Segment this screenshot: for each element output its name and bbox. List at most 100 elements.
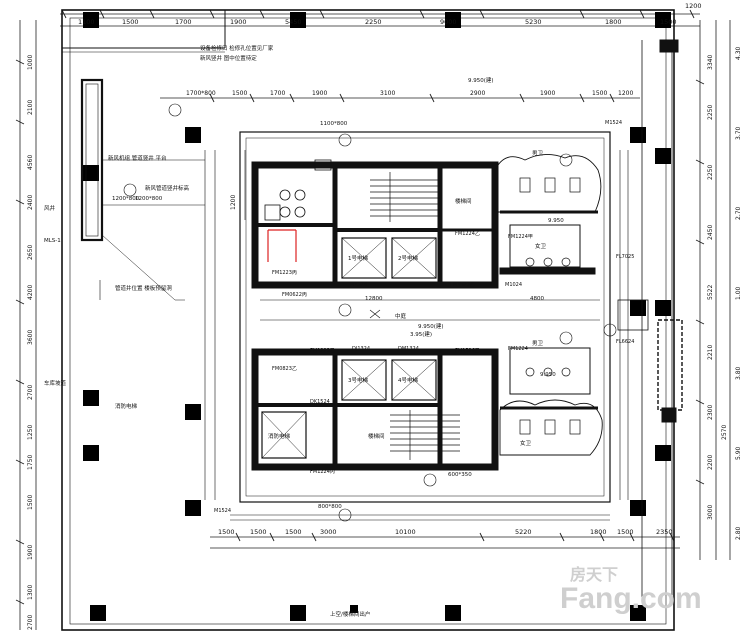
lower-core bbox=[251, 348, 499, 471]
bottom-dim-8: 1500 bbox=[617, 528, 634, 536]
left-dim-9: 1250 bbox=[27, 425, 34, 440]
toilet-elevation-lower: 9.950 bbox=[540, 372, 556, 378]
upper-row-dimension-text: 1700*800 1500 1700 1900 3100 2900 1900 1… bbox=[186, 90, 633, 97]
core-dim-note: 800*800 bbox=[318, 504, 342, 510]
upper-dim-7: 1900 bbox=[540, 90, 555, 97]
door-1: FM1224乙 bbox=[455, 230, 480, 237]
dimension-lines bbox=[15, 9, 731, 630]
door-4: DJ1324 bbox=[352, 346, 370, 352]
upper-dim-6: 2900 bbox=[470, 90, 485, 97]
right-dim-7: 2300 bbox=[707, 405, 714, 420]
right-dim-8: 2200 bbox=[707, 455, 714, 470]
upper-dim-9: 1200 bbox=[618, 90, 633, 97]
elevation-mid: 9.950(建) bbox=[418, 322, 444, 330]
aux-lines bbox=[99, 103, 629, 522]
left-dimension-text: 1000 2100 4560 2400 2650 4200 3600 2700 … bbox=[27, 55, 237, 630]
left-dim-5: 2650 bbox=[27, 245, 34, 260]
note-bottom: 上空/楼梯间出户 bbox=[330, 610, 370, 618]
upper-core bbox=[251, 159, 499, 289]
right-dimension-text: 3340 2250 2250 2450 5522 2210 2300 2200 … bbox=[707, 55, 728, 520]
left-dim-4: 2400 bbox=[27, 195, 34, 210]
elevator-3: 3号电梯 bbox=[348, 376, 368, 384]
note-top-b: 新风竖井 图中位置待定 bbox=[200, 54, 257, 62]
left-dim-3: 4560 bbox=[27, 155, 34, 170]
note-left-d: 1200*800 bbox=[135, 196, 163, 202]
left-dim-12: 1900 bbox=[27, 545, 34, 560]
fire-elevator: 消防电梯 bbox=[268, 432, 291, 440]
bottom-dim-1: 1500 bbox=[218, 528, 235, 536]
watermark-cn: 房天下 bbox=[570, 565, 618, 584]
door-9: M1524 bbox=[605, 120, 622, 126]
door-2: FM1223丙 bbox=[272, 270, 297, 276]
top-dim-10: 1500 bbox=[660, 18, 677, 26]
gap-dim-2: 4800 bbox=[530, 296, 544, 302]
top-dim-3: 1700 bbox=[175, 18, 192, 26]
right-sidebar-3: 2.70 bbox=[735, 206, 742, 220]
right-dim-6: 2210 bbox=[707, 345, 714, 360]
top-dim-9: 1800 bbox=[605, 18, 622, 26]
stair-label-lower: 楼梯间 bbox=[368, 432, 385, 440]
top-dimension-text: 1100 1500 1700 1900 5450 2250 9000 5230 … bbox=[78, 2, 702, 26]
right-dim-9: 3000 bbox=[707, 505, 714, 520]
core-dim-2: 1200*800 bbox=[112, 196, 140, 202]
left-dim-10: 1750 bbox=[27, 455, 34, 470]
right-dim-3: 2250 bbox=[707, 165, 714, 180]
top-dim-2: 1500 bbox=[122, 18, 139, 26]
left-dim-1: 1000 bbox=[27, 55, 34, 70]
top-dim-5: 5450 bbox=[285, 18, 302, 26]
door-13: FM1223乙 bbox=[310, 347, 335, 354]
bottom-dim-7: 1800 bbox=[590, 528, 607, 536]
door-5: DM1324 bbox=[398, 346, 419, 352]
bottom-dim-3: 1500 bbox=[285, 528, 302, 536]
bottom-dimension-text: 1500 1500 1500 3000 10100 5220 1800 1500… bbox=[218, 528, 673, 536]
note-left-a: 新风机组 管道竖井 平台 bbox=[108, 154, 167, 162]
mid-label-1: 中庭 bbox=[395, 312, 407, 320]
door-3: FM1523乙 bbox=[450, 281, 475, 288]
door-15: FM0823乙 bbox=[272, 365, 297, 372]
bottom-dim-2: 1500 bbox=[250, 528, 267, 536]
right-dim-4: 2450 bbox=[707, 225, 714, 240]
door-12: DK1524 bbox=[310, 399, 330, 405]
door-labels: FM1224乙 FM1223丙 FM1523乙 DJ1324 DM1324 FM… bbox=[214, 120, 634, 514]
toilet-male-upper: 男卫 bbox=[532, 150, 544, 157]
upper-dim-3: 1700 bbox=[270, 90, 285, 97]
left-dim-15: 1200 bbox=[230, 195, 237, 210]
bottom-dim-5: 10100 bbox=[395, 528, 416, 536]
right-dim-10: 2570 bbox=[721, 425, 728, 440]
note-left-e: MLS-1 bbox=[44, 238, 61, 244]
left-dim-11: 1500 bbox=[27, 495, 34, 510]
right-corridor bbox=[617, 39, 683, 600]
elevator-4: 4号电梯 bbox=[398, 376, 418, 384]
note-bottom-left: 消防电梯 bbox=[115, 402, 138, 410]
toilet-elevation-upper: 9.950 bbox=[548, 218, 564, 224]
note-lower-left: 车库坡道 bbox=[44, 379, 67, 387]
toilet-male-lower: 男卫 bbox=[532, 340, 544, 347]
door-8: FM1224丙 bbox=[310, 469, 335, 475]
core-enclosure bbox=[239, 131, 611, 503]
left-dim-6: 4200 bbox=[27, 285, 34, 300]
right-sidebar-6: 5.90 bbox=[735, 446, 742, 460]
right-sidebar-5: 3.80 bbox=[735, 366, 742, 380]
right-sidebar-4: 1.00 bbox=[735, 286, 742, 300]
upper-dim-4: 1900 bbox=[312, 90, 327, 97]
elevator-labels: 1号电梯 2号电梯 3号电梯 4号电梯 消防电梯 楼梯间 楼梯间 男卫 女卫 男… bbox=[268, 150, 564, 447]
core-dim-top: 1100*800 bbox=[320, 121, 348, 127]
note-mid: 管道井位置 楼板预留洞 bbox=[115, 284, 172, 292]
right-sidebar-7: 2.80 bbox=[735, 526, 742, 540]
note-left-c: 风井 bbox=[44, 204, 56, 212]
bottom-dim-6: 5220 bbox=[515, 528, 532, 536]
bottom-dim-9: 2350 bbox=[656, 528, 673, 536]
right-dim-2: 2250 bbox=[707, 105, 714, 120]
toilet-lower bbox=[499, 347, 603, 456]
bottom-dim-4: 3000 bbox=[320, 528, 337, 536]
upper-dim-5: 3100 bbox=[380, 90, 395, 97]
door-11: M1324 bbox=[350, 282, 367, 288]
elevation-top: 9.950(建) bbox=[468, 76, 494, 84]
left-dim-13: 1300 bbox=[27, 585, 34, 600]
door-7: FM0622丙 bbox=[282, 292, 307, 298]
left-dim-14: 2700 bbox=[27, 615, 34, 630]
top-dim-4: 1900 bbox=[230, 18, 247, 26]
top-dim-8: 5230 bbox=[525, 18, 542, 26]
